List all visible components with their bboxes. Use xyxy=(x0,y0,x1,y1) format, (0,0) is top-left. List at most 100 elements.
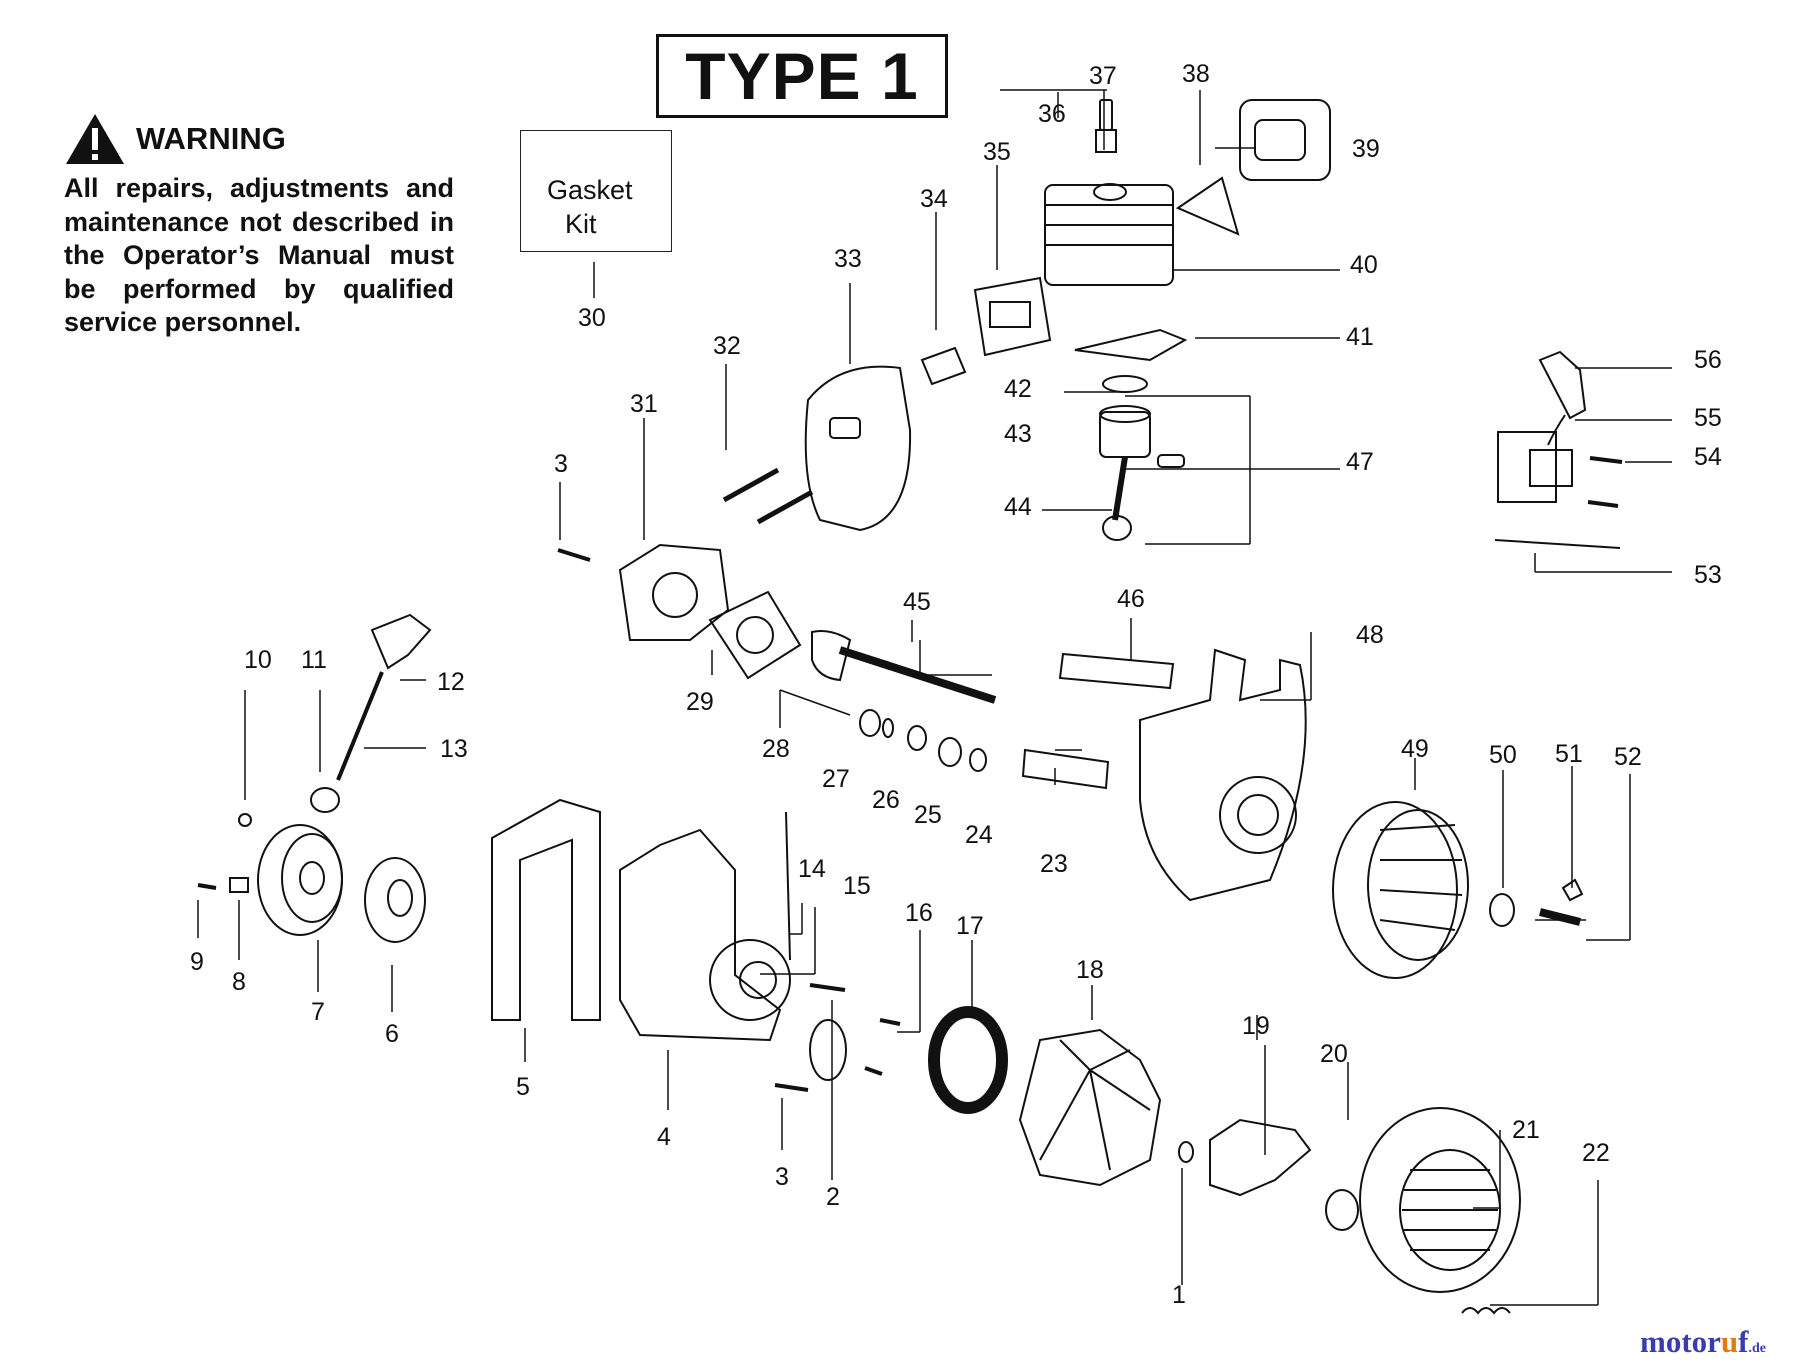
callout-36: 36 xyxy=(1038,100,1066,128)
callout-10: 10 xyxy=(244,646,272,674)
intake-housing xyxy=(618,543,730,641)
callout-34: 34 xyxy=(920,185,948,213)
washer xyxy=(1178,1141,1194,1163)
pin xyxy=(1539,908,1581,926)
callout-45: 45 xyxy=(903,588,931,616)
callout-7: 7 xyxy=(311,998,325,1026)
callout-8: 8 xyxy=(232,968,246,996)
bearing xyxy=(907,725,927,751)
callout-16: 16 xyxy=(905,899,933,927)
piston-ring xyxy=(1102,375,1148,393)
part-shapes xyxy=(197,99,1623,1315)
callout-27: 27 xyxy=(822,765,850,793)
watermark-brand-dot: u xyxy=(1720,1324,1739,1359)
callout-49: 49 xyxy=(1401,735,1429,763)
warning-text: All repairs, adjustments and maintenance… xyxy=(64,173,454,337)
callout-17: 17 xyxy=(956,912,984,940)
callout-28: 28 xyxy=(762,735,790,763)
callout-31: 31 xyxy=(630,390,658,418)
warning-header: WARNING xyxy=(64,112,454,166)
screw xyxy=(197,883,217,890)
callout-51: 51 xyxy=(1555,740,1583,768)
callout-26: 26 xyxy=(872,786,900,814)
callout-54: 54 xyxy=(1694,443,1722,471)
callout-25: 25 xyxy=(914,801,942,829)
clip xyxy=(969,748,987,772)
callout-24: 24 xyxy=(965,821,993,849)
nut xyxy=(1325,1189,1359,1231)
foam-strip xyxy=(1058,652,1175,690)
callout-48: 48 xyxy=(1356,621,1384,649)
impeller-bracket xyxy=(1209,1118,1312,1197)
callout-20: 20 xyxy=(1320,1040,1348,1068)
screw xyxy=(809,983,846,992)
callout-47: 47 xyxy=(1346,448,1374,476)
spring xyxy=(1461,1307,1511,1315)
callouts: 1 2 3 3 4 5 6 7 8 9 10 11 12 13 14 15 16… xyxy=(190,60,1722,1309)
callout-46: 46 xyxy=(1117,585,1145,613)
crankshaft xyxy=(838,646,997,704)
gasket-kit-box: Gasket Kit xyxy=(520,130,672,252)
site-watermark: motoruf.de xyxy=(1640,1324,1766,1360)
callout-18: 18 xyxy=(1076,956,1104,984)
callout-11: 11 xyxy=(301,646,327,674)
screw xyxy=(1587,500,1619,508)
spark-plug-boot xyxy=(1538,350,1587,420)
callout-12: 12 xyxy=(437,668,465,696)
watermark-brand-end: f xyxy=(1738,1324,1749,1359)
pawl xyxy=(229,877,249,893)
diagram-title: TYPE 1 xyxy=(656,34,948,118)
bearing xyxy=(859,709,881,737)
callout-30: 30 xyxy=(578,304,606,332)
callout-21: 21 xyxy=(1512,1116,1540,1144)
callout-56: 56 xyxy=(1694,346,1722,374)
callout-43: 43 xyxy=(1004,420,1032,448)
bushing xyxy=(809,1019,847,1081)
title-text: TYPE 1 xyxy=(685,39,919,113)
callout-41: 41 xyxy=(1346,323,1374,351)
callout-22: 22 xyxy=(1582,1139,1610,1167)
callout-35: 35 xyxy=(983,138,1011,166)
callout-3-top: 3 xyxy=(554,450,568,478)
fan-housing xyxy=(619,828,782,1042)
ignition-module xyxy=(1497,431,1557,503)
leader-lines xyxy=(197,89,1672,1306)
ground-wire xyxy=(1494,539,1621,549)
screw xyxy=(1589,456,1623,464)
callout-50: 50 xyxy=(1489,741,1517,769)
warning-block: WARNING All repairs, adjustments and mai… xyxy=(64,112,454,340)
callout-29: 29 xyxy=(686,688,714,716)
starter-rope xyxy=(336,671,384,781)
callout-15: 15 xyxy=(843,872,871,900)
watermark-tld: .de xyxy=(1748,1341,1766,1356)
callout-42: 42 xyxy=(1004,375,1032,403)
callout-4: 4 xyxy=(657,1123,671,1151)
callout-32: 32 xyxy=(713,332,741,360)
gasket-kit-line1: Gasket xyxy=(547,175,633,205)
crankcase-gasket xyxy=(708,590,802,680)
callout-38: 38 xyxy=(1182,60,1210,88)
callout-23: 23 xyxy=(1040,850,1068,878)
small-gasket xyxy=(920,346,967,386)
screw xyxy=(557,548,591,562)
callout-52: 52 xyxy=(1614,743,1642,771)
bolt xyxy=(722,467,780,503)
callout-19: 19 xyxy=(1242,1012,1270,1040)
flywheel xyxy=(1332,801,1458,979)
screw xyxy=(238,813,252,827)
watermark-brand-start: motor xyxy=(1640,1324,1721,1359)
washer xyxy=(1489,893,1515,927)
spark-plug xyxy=(1099,99,1113,131)
callout-53: 53 xyxy=(1694,561,1722,589)
gasket-kit-line2: Kit xyxy=(565,209,597,239)
callout-39: 39 xyxy=(1352,135,1380,163)
callout-9: 9 xyxy=(190,948,204,976)
callout-3-bottom: 3 xyxy=(775,1163,789,1191)
foam-strip xyxy=(1021,748,1110,790)
callout-5: 5 xyxy=(516,1073,530,1101)
air-filter xyxy=(1239,99,1331,181)
crankcase xyxy=(1139,648,1307,902)
foam-frame xyxy=(491,798,601,1021)
callout-55: 55 xyxy=(1694,404,1722,432)
impeller xyxy=(1018,1028,1162,1187)
